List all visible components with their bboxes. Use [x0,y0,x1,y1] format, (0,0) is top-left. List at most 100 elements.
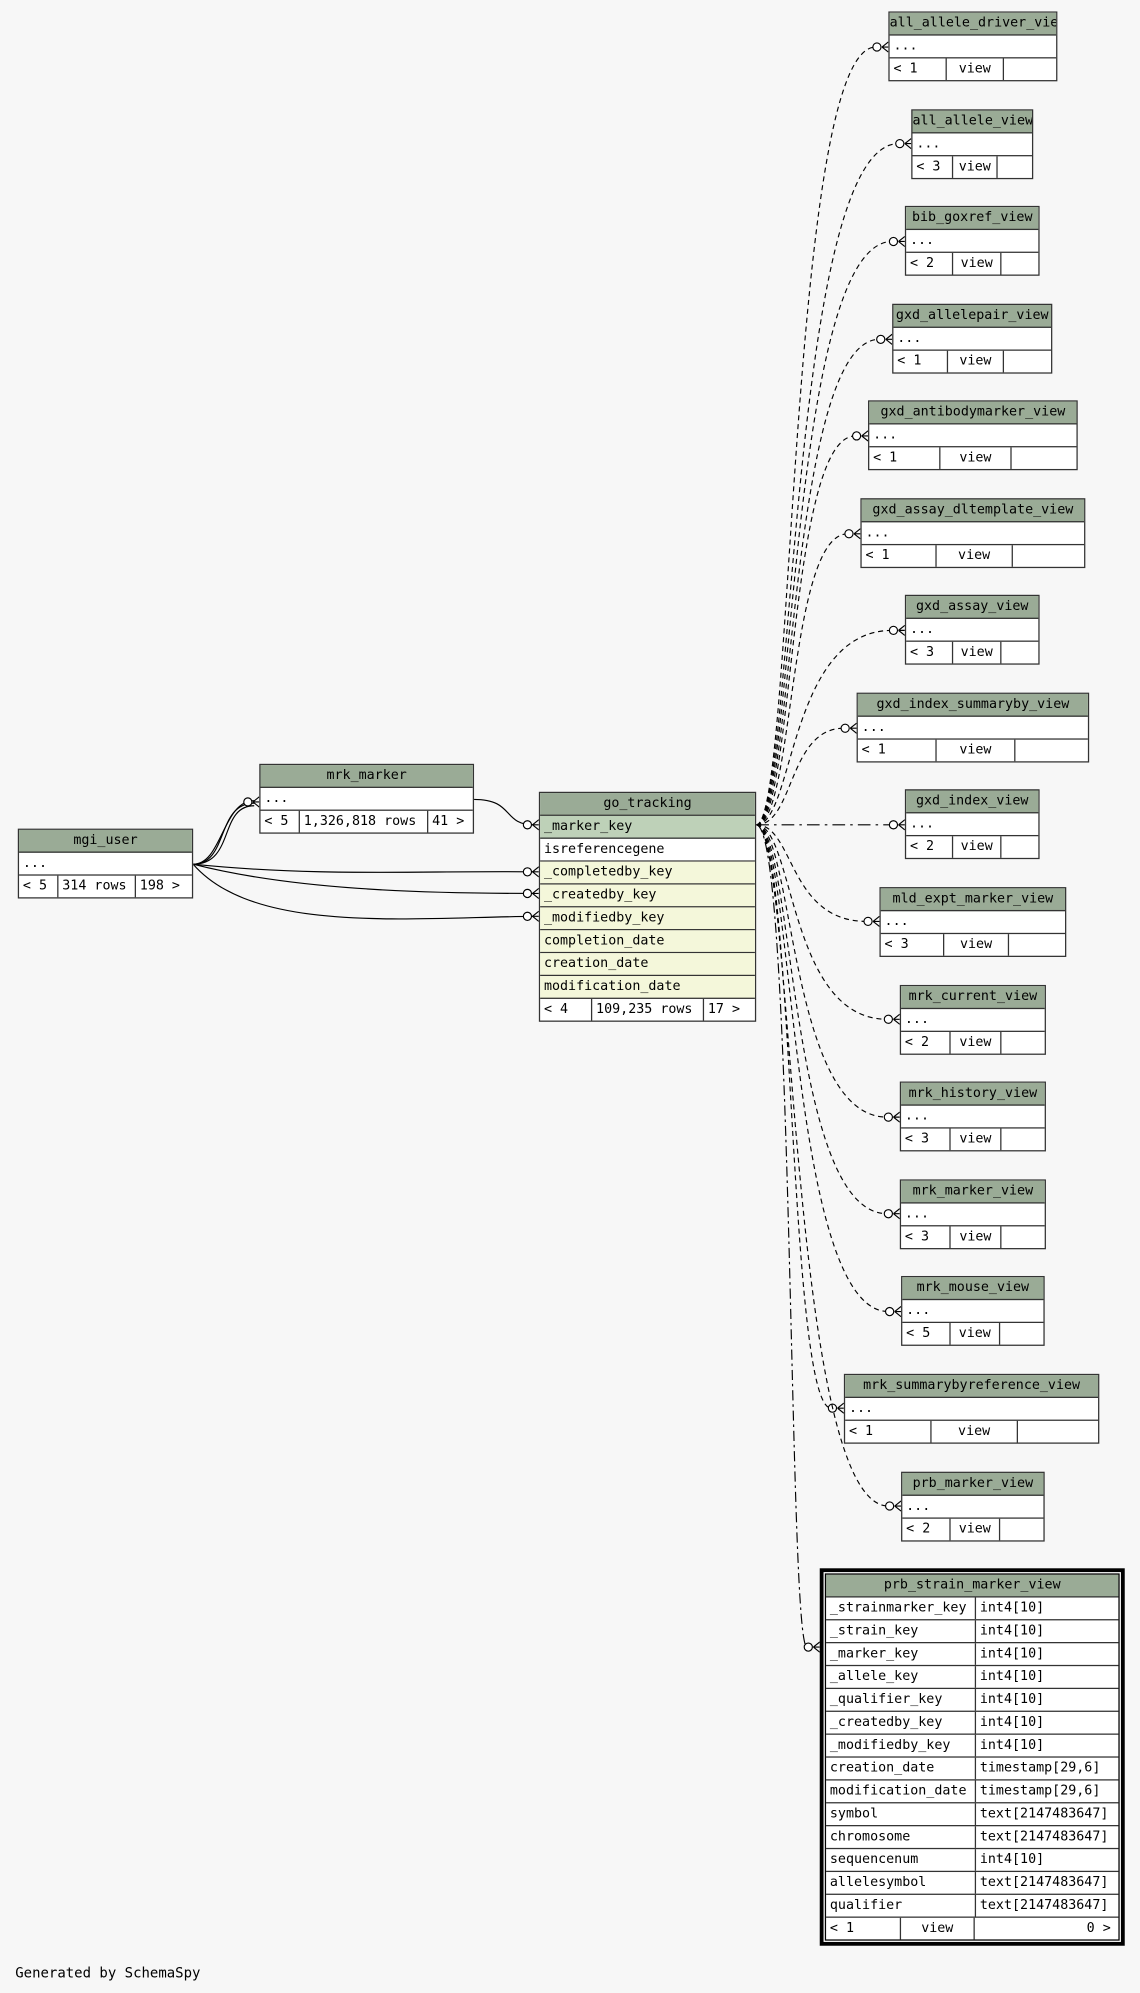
parents-count[interactable]: < 5 [261,810,300,833]
table-title[interactable]: prb_marker_view [902,1472,1044,1496]
parents-count[interactable]: < 3 [881,934,945,956]
optional-many-endpoint [888,625,899,636]
parents-count[interactable]: < 3 [901,1226,951,1249]
children-count [1001,1129,1009,1151]
parents-count[interactable]: < 2 [906,252,954,275]
children-count[interactable]: 41 > [432,813,465,829]
table-mgi-user[interactable]: mgi_user ... < 5 314 rows 198 > [17,828,194,899]
optional-many-endpoint [522,911,533,921]
crowfoot-mark [894,1306,902,1318]
crowfoot-mark [849,722,857,734]
table-footer: < 4 109,235 rows 17 > [540,998,755,1021]
parents-count[interactable]: < 2 [902,1518,951,1541]
column-completion-date: completion_date [540,930,755,954]
table-title[interactable]: mrk_history_view [901,1082,1045,1106]
crowfoot-mark [252,796,260,808]
table-title[interactable]: mld_expt_marker_view [880,888,1066,912]
table-title[interactable]: gxd_antibodymarker_view [869,401,1077,425]
table-title[interactable]: mrk_current_view [901,986,1045,1010]
table-title[interactable]: gxd_assay_dltemplate_view [861,499,1085,523]
view-label: view [951,1323,1001,1345]
view-label: view [953,641,1002,664]
optional-many-endpoint [522,820,533,830]
table-title[interactable]: bib_goxref_view [906,207,1039,231]
table-title[interactable]: gxd_allelepair_view [893,305,1052,328]
table-title[interactable]: gxd_index_view [906,790,1039,814]
parents-count[interactable]: < 1 [862,545,937,567]
crowfoot-mark [813,1641,821,1653]
column-name: allelesymbol [826,1872,977,1894]
parents-count[interactable]: < 3 [906,641,954,664]
children-count[interactable]: 17 > [707,1001,741,1017]
table-row: ... [869,424,1077,448]
table-title[interactable]: all_allele_view [912,110,1032,134]
view-prb-strain-marker-view[interactable]: prb_strain_marker_view _strainmarker_key… [819,1568,1125,1946]
column-name: _modifiedby_key [826,1734,977,1757]
parents-count[interactable]: < 1 [869,447,941,469]
table-title[interactable]: prb_strain_marker_view [826,1574,1119,1598]
parents-count[interactable]: < 3 [901,1128,951,1151]
row-count: 314 rows [58,875,136,898]
user-marker-edge [193,805,255,865]
parents-count[interactable]: < 4 [540,998,593,1021]
parents-count[interactable]: < 1 [845,1420,932,1443]
parents-count[interactable]: < 3 [913,156,954,178]
view-label: view [901,1917,975,1940]
table-go-tracking[interactable]: go_tracking _marker_key isreferencegene … [538,791,757,1022]
view-label: view [948,350,1005,373]
view-label: view [944,934,1010,956]
parents-count[interactable]: < 1 [893,350,949,373]
table-title[interactable]: gxd_assay_view [906,596,1039,619]
optional-many-endpoint [876,334,886,344]
table-title[interactable]: go_tracking [540,793,755,816]
column-name: creation_date [826,1757,977,1780]
table-title[interactable]: mrk_summarybyreference_view [845,1375,1099,1398]
table-row: ... [889,36,1057,59]
parents-count[interactable]: < 1 [826,1917,902,1940]
column-name: sequencenum [826,1849,977,1871]
table-mrk-marker[interactable]: mrk_marker ... < 5 1,326,818 rows 41 > [259,763,475,834]
table-row: ... [912,133,1032,157]
children-count[interactable]: 198 > [139,878,180,894]
table-title[interactable]: mgi_user [19,829,192,853]
parents-count[interactable]: < 5 [902,1323,951,1345]
table-title[interactable]: mrk_mouse_view [902,1277,1044,1301]
children-count[interactable]: 0 > [1086,1920,1111,1936]
parents-count[interactable]: < 1 [858,739,937,762]
table-title[interactable]: mrk_marker [260,765,473,788]
optional-many-endpoint [888,820,899,830]
column-createdby-key: _createdby_key [540,884,755,908]
table-title[interactable]: mrk_marker_view [901,1180,1045,1204]
table-title[interactable]: gxd_index_summaryby_view [857,693,1088,717]
parents-count[interactable]: < 5 [19,875,59,898]
table-title[interactable]: all_allele_driver_view [889,12,1057,36]
optional-many-endpoint [884,1306,895,1317]
parents-count[interactable]: < 2 [906,836,954,858]
column-type: int4[10] [979,1714,1045,1730]
parents-count[interactable]: < 1 [890,58,947,81]
parents-count[interactable]: < 2 [901,1031,951,1054]
